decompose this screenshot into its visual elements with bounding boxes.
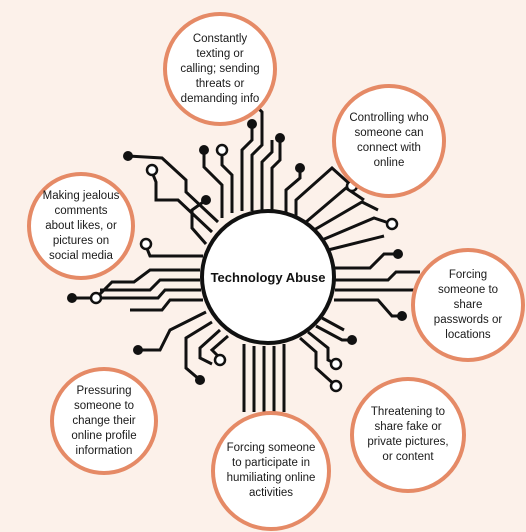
item-bubble-controlling: Controlling who someone can connect with… <box>332 84 446 198</box>
node-hollow <box>385 217 399 231</box>
circuit-trace <box>299 336 338 388</box>
circuit-trace <box>284 168 302 214</box>
circuit-trace <box>270 138 282 214</box>
node-filled <box>201 195 211 205</box>
circuit-trace <box>184 320 213 382</box>
node-hollow <box>329 379 343 393</box>
node-hollow <box>139 237 153 251</box>
circuit-trace <box>127 154 220 224</box>
item-bubble-passwords: Forcing someone to share passwords or lo… <box>411 248 525 362</box>
circuit-trace <box>335 270 420 282</box>
circuit-trace <box>321 216 393 242</box>
item-bubble-jealous-comments: Making jealous comments about likes, or … <box>27 172 135 280</box>
circuit-trace <box>294 165 354 218</box>
node-filled <box>123 151 133 161</box>
item-text: Making jealous comments about likes, or … <box>42 189 120 262</box>
item-text: Forcing someone to share passwords or lo… <box>433 268 503 341</box>
item-text: Threatening to share fake or private pic… <box>367 406 449 463</box>
node-filled <box>295 163 305 173</box>
circuit-trace <box>321 316 345 332</box>
node-filled <box>275 133 285 143</box>
circuit-trace <box>150 171 214 234</box>
circuit-trace <box>72 288 201 300</box>
center-hub: Technology Abuse <box>200 209 336 345</box>
circuit-trace <box>260 140 274 212</box>
node-filled <box>199 145 209 155</box>
node-hollow <box>213 353 227 367</box>
circuit-trace <box>315 324 352 342</box>
circuit-trace <box>240 124 254 211</box>
circuit-trace <box>100 278 200 292</box>
circuit-trace <box>305 186 365 224</box>
circuit-trace <box>190 198 208 245</box>
circuit-trace <box>138 310 207 352</box>
item-bubble-profile: Pressuring someone to change their onlin… <box>50 367 158 475</box>
node-filled <box>247 119 257 129</box>
circuit-trace <box>313 200 379 232</box>
circuit-trace <box>220 152 234 213</box>
item-text: Constantly texting or calling; sending t… <box>180 32 260 105</box>
node-filled <box>67 293 77 303</box>
center-title: Technology Abuse <box>210 269 326 285</box>
node-hollow <box>89 291 103 305</box>
circuit-trace <box>327 234 385 252</box>
item-text: Forcing someone to participate in humili… <box>226 442 316 499</box>
circuit-trace <box>334 252 398 270</box>
item-text: Pressuring someone to change their onlin… <box>71 384 137 457</box>
node-hollow <box>215 143 229 157</box>
circuit-trace <box>334 298 402 318</box>
node-filled <box>133 345 143 355</box>
item-bubble-threatening: Threatening to share fake or private pic… <box>350 377 466 493</box>
circuit-trace <box>202 150 224 218</box>
node-filled <box>347 335 357 345</box>
item-text: Controlling who someone can connect with… <box>349 112 429 169</box>
circuit-trace <box>198 328 222 366</box>
item-bubble-humiliating: Forcing someone to participate in humili… <box>211 411 331 531</box>
node-filled <box>397 311 407 321</box>
node-hollow <box>145 163 159 177</box>
node-hollow <box>329 357 343 371</box>
node-filled <box>393 249 403 259</box>
circuit-trace <box>96 268 200 298</box>
circuit-trace <box>144 245 203 258</box>
node-filled <box>195 375 205 385</box>
circuit-trace <box>130 298 203 312</box>
item-bubble-texting: Constantly texting or calling; sending t… <box>163 12 277 126</box>
